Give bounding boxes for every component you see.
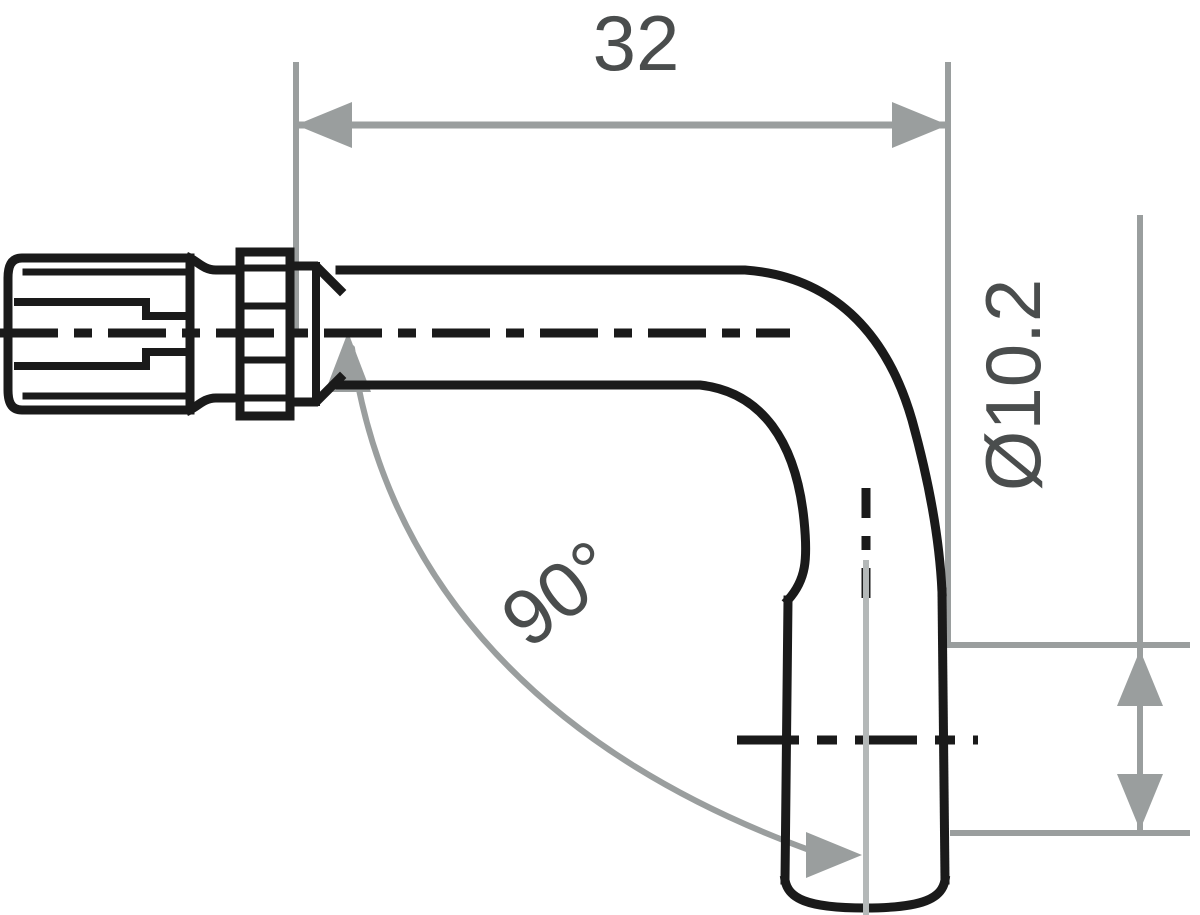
arrowhead-down-icon bbox=[1117, 774, 1163, 830]
ferrule-bore-step-bottom bbox=[14, 348, 194, 370]
arc-arrowhead-end-icon bbox=[806, 832, 862, 878]
arrowhead-up-icon bbox=[1117, 650, 1163, 706]
angle-arc-line bbox=[349, 345, 815, 854]
shoulder-curve-bottom bbox=[183, 393, 245, 417]
dimension-label-32: 32 bbox=[593, 0, 680, 87]
ferrule-body-outline bbox=[3, 253, 195, 415]
dimension-diameter-10-2: Ø10.2 bbox=[950, 215, 1190, 836]
arrowhead-left-icon bbox=[296, 102, 352, 148]
tube-inner-wall-bottom bbox=[335, 380, 811, 607]
tube-outer-wall-top bbox=[335, 265, 947, 597]
ferrule-bore-step-top bbox=[14, 298, 194, 320]
arrowhead-right-icon bbox=[892, 102, 948, 148]
dimension-label-diameter: Ø10.2 bbox=[969, 279, 1057, 491]
dimension-length-32: 32 bbox=[293, 0, 951, 648]
shoulder-curve-top bbox=[183, 251, 245, 275]
